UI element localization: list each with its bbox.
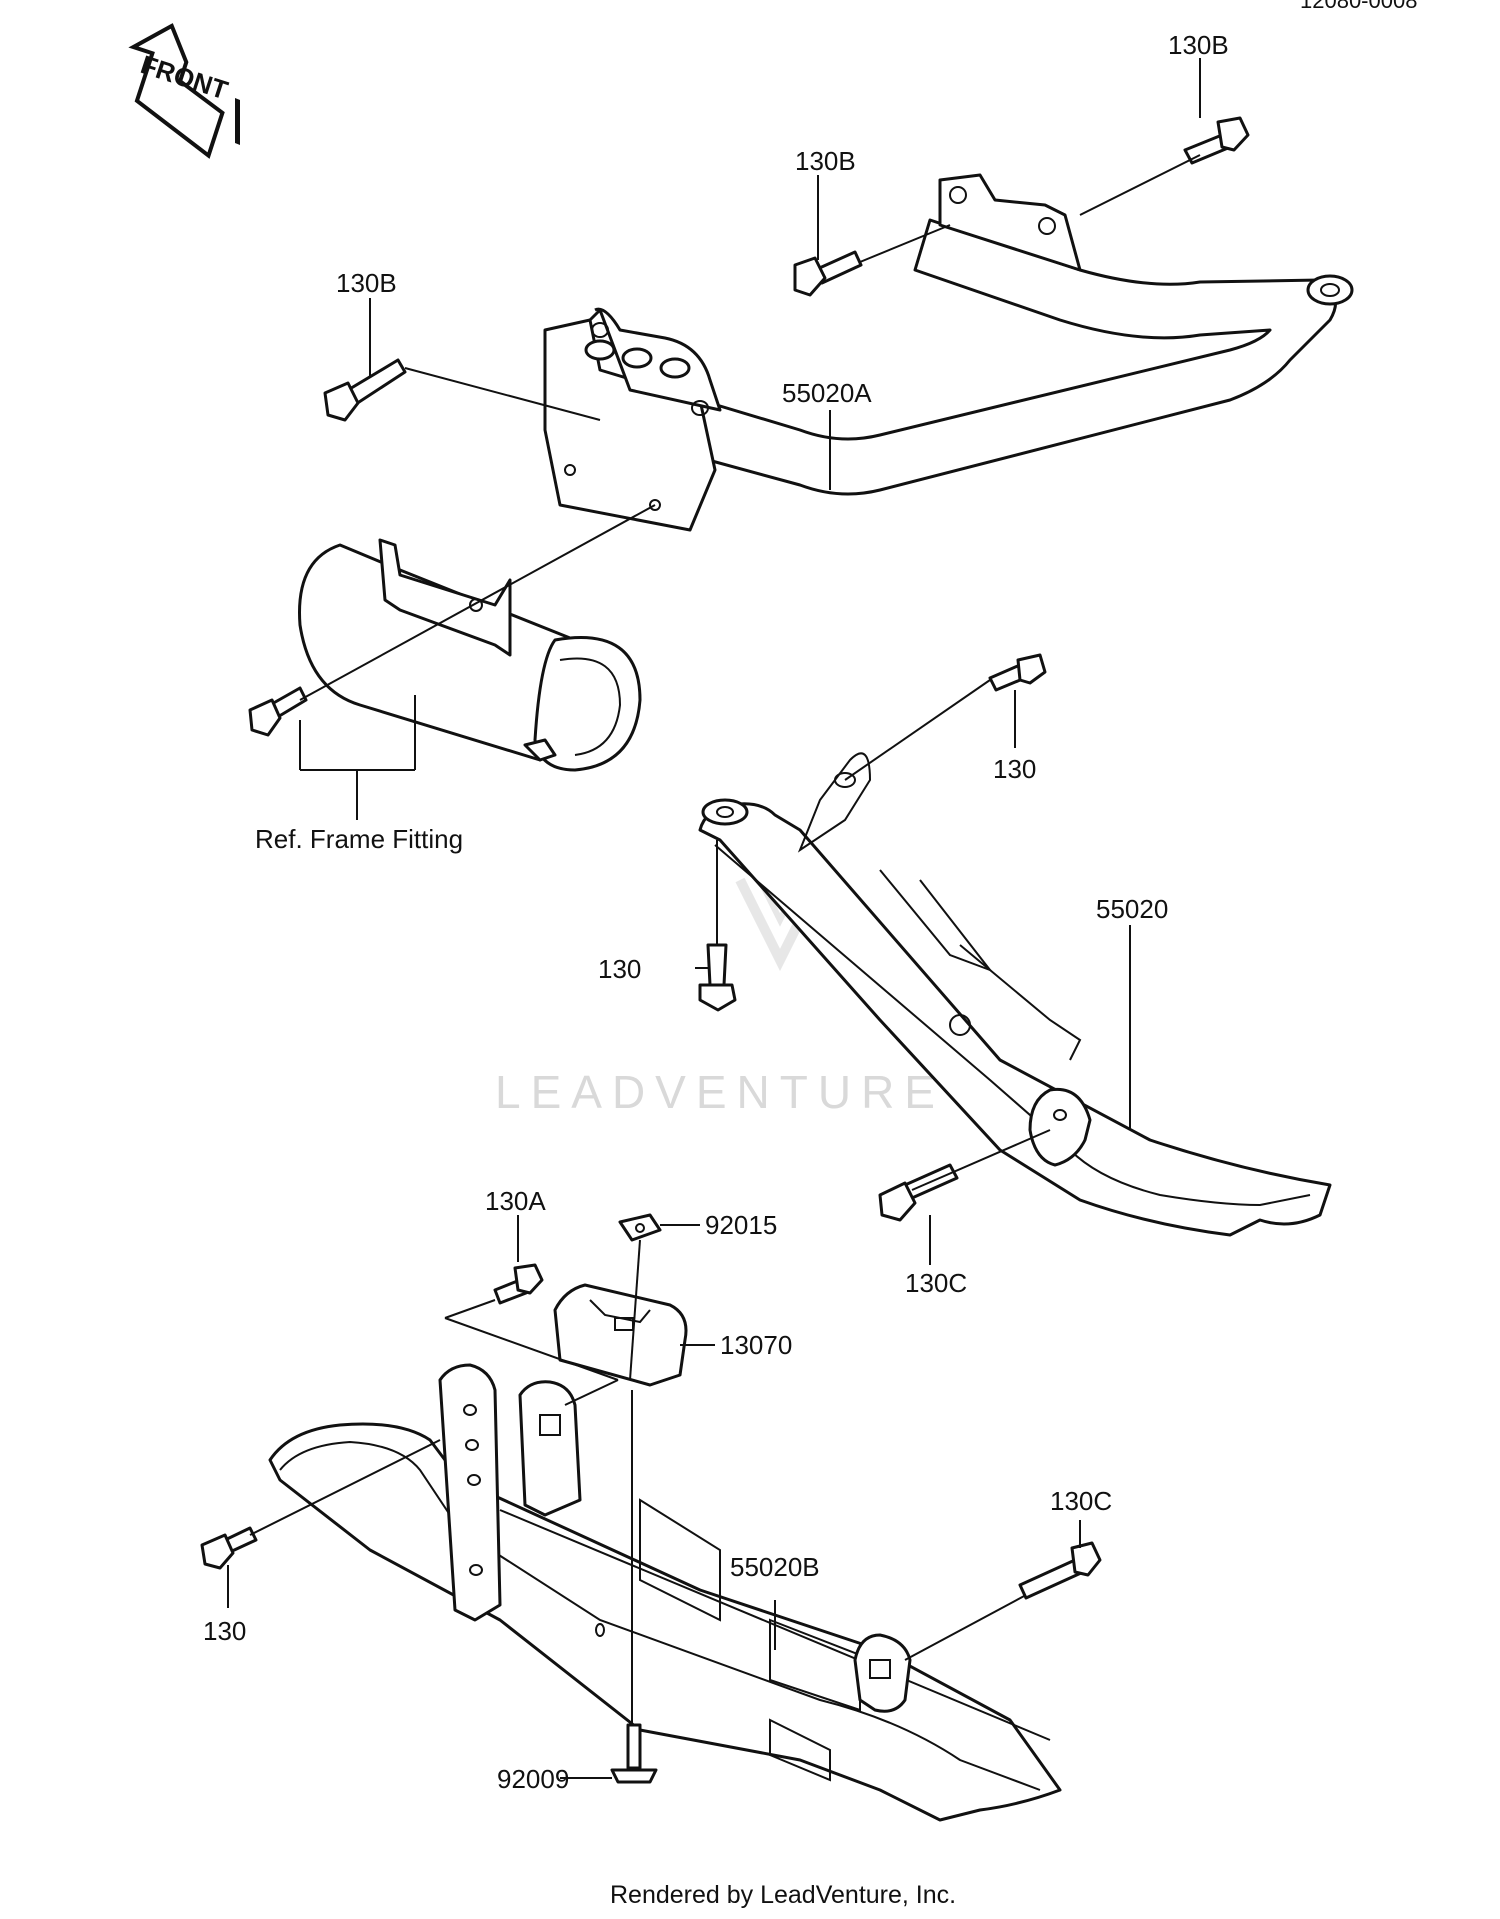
label-55020a: 55020A	[782, 378, 872, 408]
bolt-130b-left-icon	[323, 358, 407, 422]
label-130b-top-right: 130B	[1168, 30, 1229, 60]
footer-credit: Rendered by LeadVenture, Inc.	[610, 1881, 956, 1909]
label-130-lower: 130	[203, 1616, 246, 1646]
guard-55020a-drawing	[543, 173, 1354, 532]
label-130b-left: 130B	[336, 268, 397, 298]
guard-55020-drawing	[698, 752, 1332, 1237]
bolt-130b-top-right-icon	[1183, 116, 1250, 165]
bolt-130-middle-icon	[698, 943, 737, 1012]
bolt-fitting-icon	[248, 686, 308, 737]
screw-92009-icon	[610, 1723, 658, 1784]
label-92015: 92015	[705, 1210, 777, 1240]
label-ref-frame-fitting: Ref. Frame Fitting	[255, 824, 463, 854]
label-92009: 92009	[497, 1764, 569, 1794]
label-130-middle: 130	[598, 954, 641, 984]
bolt-130c-middle-icon	[878, 1163, 959, 1222]
guard-55020b-drawing	[268, 1363, 1062, 1822]
bolt-130b-middle-icon	[793, 250, 863, 297]
label-130b-middle: 130B	[795, 146, 856, 176]
holder-13070-drawing	[553, 1213, 688, 1387]
label-13070: 13070	[720, 1330, 792, 1360]
bolt-130c-lower-icon	[1018, 1541, 1102, 1600]
label-130-upper: 130	[993, 754, 1036, 784]
label-130c-lower: 130C	[1050, 1486, 1112, 1516]
diagram-code: 12080-0008	[1300, 0, 1417, 13]
bolt-130-lower-icon	[200, 1526, 258, 1570]
leader-lines	[227, 58, 1201, 1779]
label-130c-middle: 130C	[905, 1268, 967, 1298]
bolt-130-upper-icon	[988, 653, 1047, 692]
bolt-130a-icon	[493, 1263, 544, 1305]
label-55020b: 55020B	[730, 1552, 820, 1582]
label-55020: 55020	[1096, 894, 1168, 924]
label-130a: 130A	[485, 1186, 546, 1216]
frame-fitting-drawing	[298, 538, 642, 772]
watermark-text: LEADVENTURE	[495, 1066, 945, 1118]
front-arrow-icon	[128, 23, 240, 159]
